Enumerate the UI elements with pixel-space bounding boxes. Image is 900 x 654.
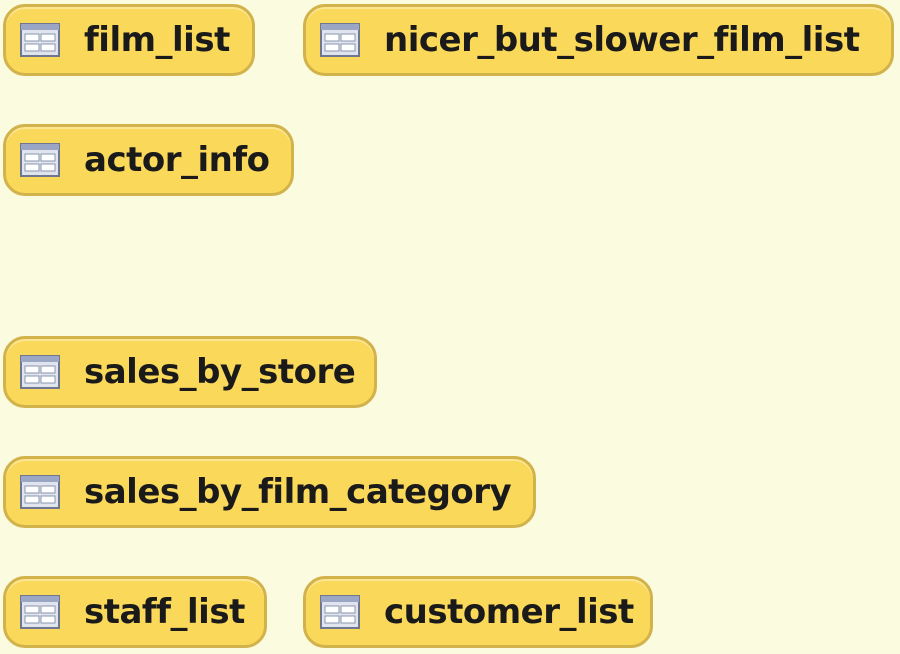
view-node-actor-info[interactable]: actor_info — [3, 124, 294, 196]
view-node-nicer-but-slower-film-list[interactable]: nicer_but_slower_film_list — [303, 4, 894, 76]
view-label: sales_by_store — [84, 352, 356, 392]
view-label: customer_list — [384, 592, 634, 632]
view-label: sales_by_film_category — [84, 472, 512, 512]
view-icon — [20, 143, 60, 177]
view-icon — [320, 595, 360, 629]
view-icon — [20, 595, 60, 629]
view-icon — [320, 23, 360, 57]
view-node-film-list[interactable]: film_list — [3, 4, 255, 76]
view-node-customer-list[interactable]: customer_list — [303, 576, 653, 648]
view-label: nicer_but_slower_film_list — [384, 20, 860, 60]
view-label: film_list — [84, 20, 230, 60]
view-icon — [20, 475, 60, 509]
view-node-sales-by-store[interactable]: sales_by_store — [3, 336, 377, 408]
view-label: actor_info — [84, 140, 270, 180]
view-node-staff-list[interactable]: staff_list — [3, 576, 267, 648]
view-icon — [20, 355, 60, 389]
view-node-sales-by-film-category[interactable]: sales_by_film_category — [3, 456, 536, 528]
view-label: staff_list — [84, 592, 245, 632]
view-icon — [20, 23, 60, 57]
